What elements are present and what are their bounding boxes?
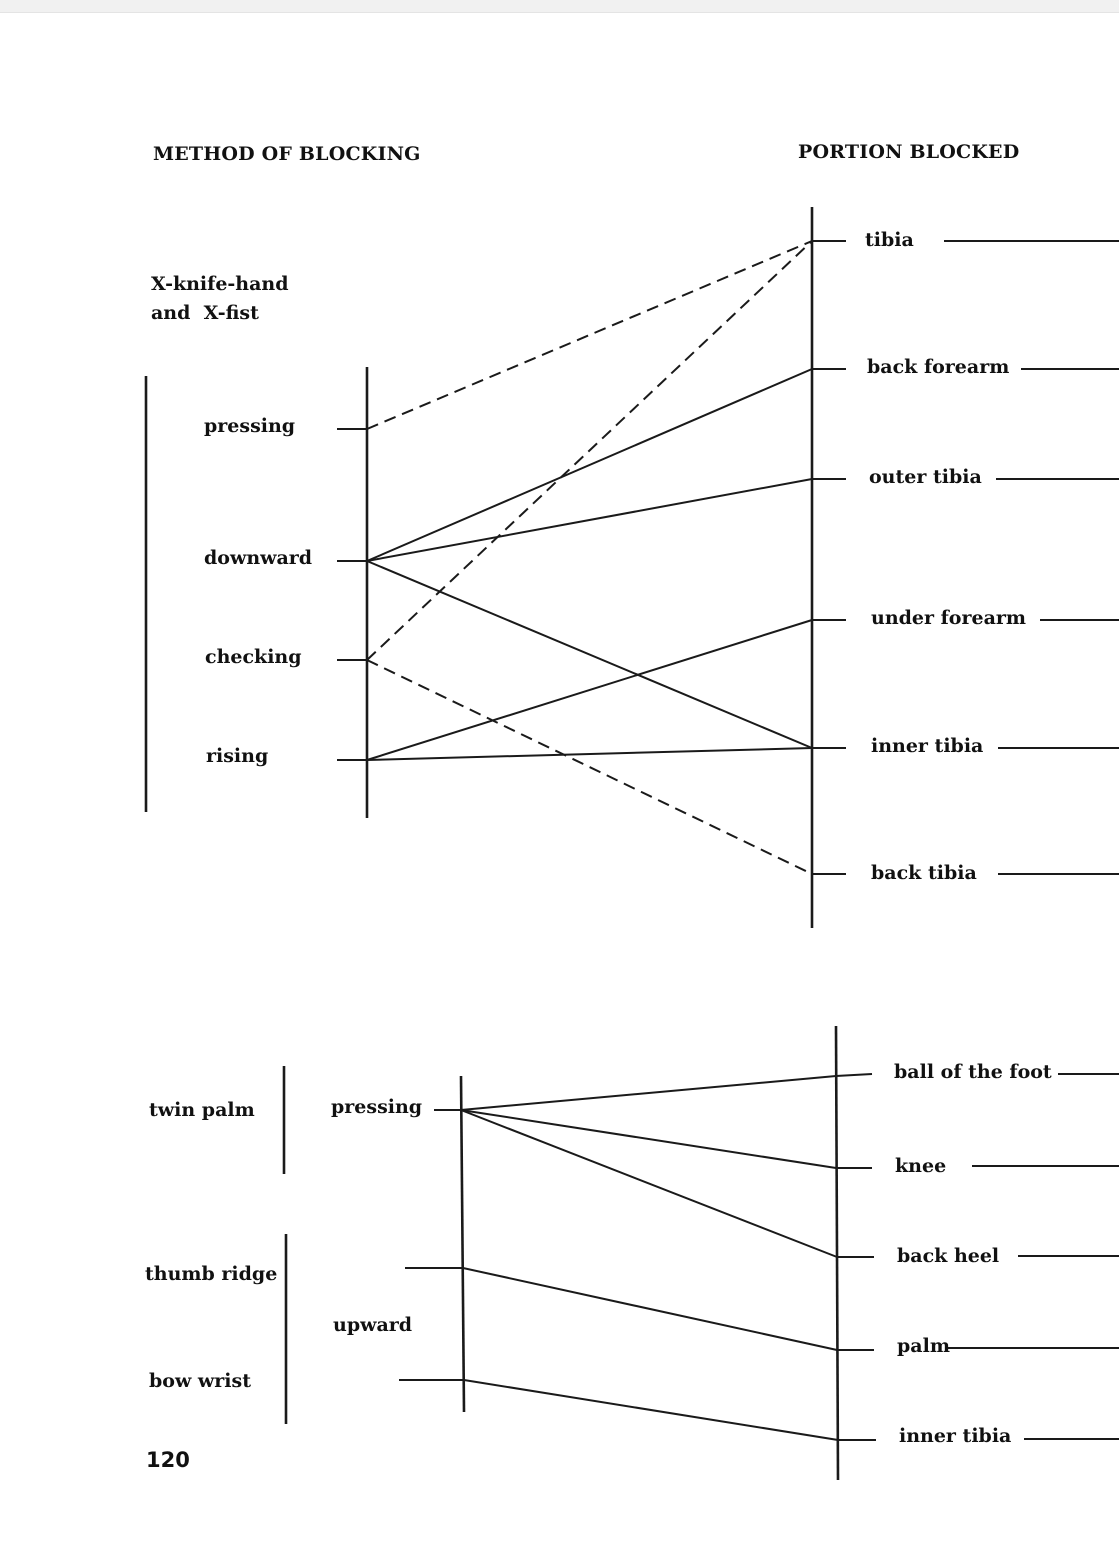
connector: [366, 619, 813, 761]
portion-label: ball of the foot: [894, 1061, 1052, 1083]
method-label: pressing: [331, 1096, 423, 1118]
portion-label: inner tibia: [871, 735, 984, 757]
page-number: 120: [146, 1448, 190, 1472]
portion-label: inner tibia: [899, 1425, 1012, 1447]
tool-label: twin palm: [149, 1099, 255, 1121]
method-axis: [459, 1075, 466, 1413]
portion-label: back heel: [897, 1245, 1000, 1267]
connector: [460, 1109, 838, 1258]
method-header: METHOD OF BLOCKING: [153, 143, 421, 165]
connector: [366, 560, 813, 749]
portion-axis: [834, 1025, 840, 1481]
connector: [460, 1109, 837, 1169]
portion-label: back tibia: [871, 862, 977, 884]
connector: [366, 478, 813, 562]
tool-label: thumb ridge: [145, 1263, 278, 1285]
connector: [366, 747, 813, 761]
portion-label: outer tibia: [869, 466, 982, 488]
scan-edge: [0, 0, 1119, 13]
portion-header: PORTION BLOCKED: [798, 141, 1020, 163]
tool-label: X-knife-hand and X-fist: [151, 273, 289, 325]
portion-label: knee: [895, 1155, 947, 1177]
connector-dashed: [366, 240, 813, 661]
portion-label: palm: [897, 1335, 950, 1357]
portion-label: under forearm: [871, 607, 1026, 629]
connector: [366, 368, 813, 562]
connector-dashed: [366, 240, 813, 430]
method-label: checking: [205, 646, 302, 668]
method-label: pressing: [204, 415, 296, 437]
connector: [462, 1267, 838, 1351]
method-label: rising: [206, 745, 269, 767]
portion-label: back forearm: [867, 356, 1010, 378]
connector: [463, 1379, 839, 1441]
tick-ball-of-the-foot: [835, 1073, 873, 1077]
connector: [460, 1075, 837, 1111]
portion-label: tibia: [865, 229, 914, 251]
method-label: downward: [204, 547, 313, 569]
connector-dashed: [366, 659, 813, 875]
tool-label: bow wrist: [149, 1370, 251, 1392]
method-label: upward: [333, 1314, 413, 1336]
